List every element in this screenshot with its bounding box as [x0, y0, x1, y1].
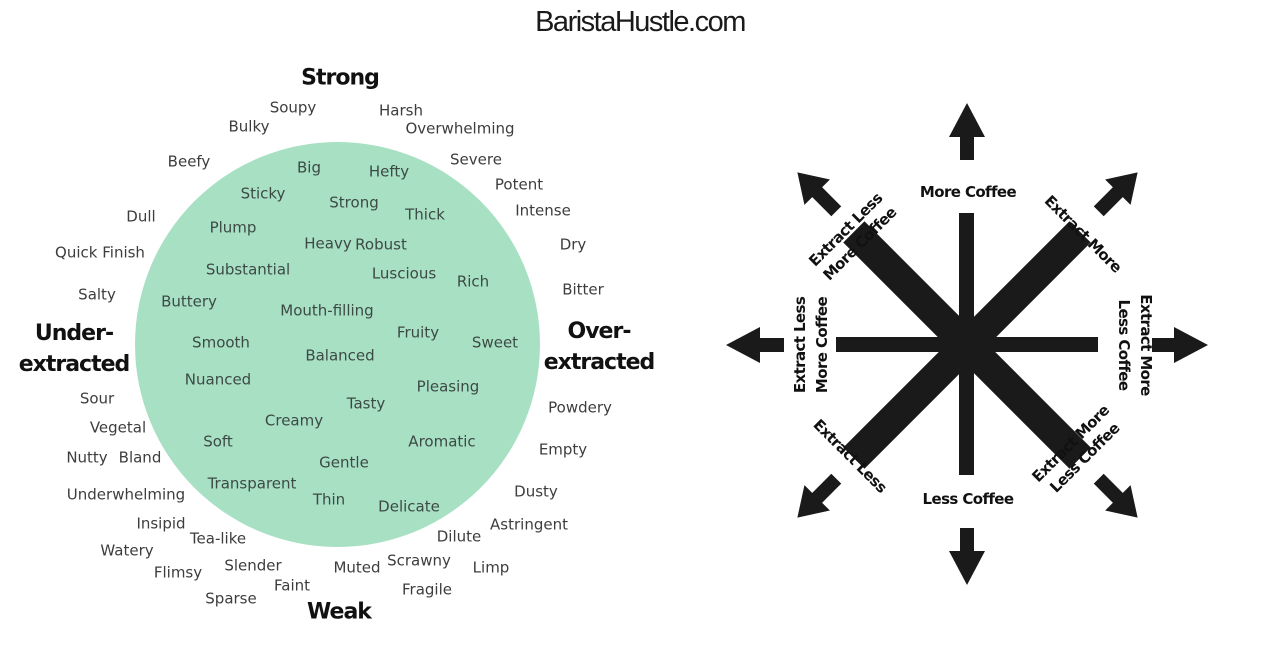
word-sparse: Sparse — [205, 589, 257, 608]
heading-over-extracted: Over- extracted — [543, 316, 656, 378]
word-severe: Severe — [450, 150, 502, 169]
word-underwhelming: Underwhelming — [66, 485, 186, 504]
arrow-up-left — [797, 172, 842, 217]
word-bulky: Bulky — [228, 117, 270, 136]
word-bland: Bland — [118, 448, 162, 467]
label-down: Less Coffee — [923, 490, 1014, 508]
heading-strong-text: Strong — [301, 65, 380, 91]
word-limp: Limp — [472, 558, 510, 577]
word-quick-finish: Quick Finish — [55, 243, 145, 262]
arrow-down-right — [1093, 473, 1138, 518]
word-transparent: Transparent — [207, 474, 297, 493]
word-pleasing: Pleasing — [416, 377, 480, 396]
site-title: BaristaHustle.com — [535, 6, 746, 38]
word-watery: Watery — [100, 541, 154, 560]
heading-under-extracted: Under- extracted — [18, 318, 131, 380]
label-right: Extract More Less Coffee — [1115, 294, 1155, 396]
heading-strong: Strong — [301, 63, 380, 94]
word-tasty: Tasty — [346, 394, 386, 413]
label-right-line2: Less Coffee — [1115, 300, 1133, 391]
label-right-line1: Extract More — [1137, 294, 1155, 396]
word-smooth: Smooth — [192, 333, 250, 352]
arrow-right — [1152, 327, 1208, 363]
word-aromatic: Aromatic — [408, 432, 476, 451]
word-insipid: Insipid — [136, 514, 186, 533]
word-flimsy: Flimsy — [153, 563, 203, 582]
balanced-zone-circle — [135, 142, 540, 547]
heading-under-line1: Under- — [34, 321, 114, 346]
heading-weak: Weak — [307, 597, 372, 628]
word-fragile: Fragile — [402, 580, 452, 599]
word-intense: Intense — [515, 201, 571, 220]
word-balanced: Balanced — [305, 346, 375, 365]
diagonal-spoke-nw — [843, 221, 1091, 469]
word-dry: Dry — [559, 235, 587, 254]
word-robust: Robust — [355, 235, 407, 254]
arrow-down-left — [797, 473, 842, 518]
word-big: Big — [297, 158, 321, 177]
word-empty: Empty — [538, 440, 588, 459]
word-potent: Potent — [494, 175, 544, 194]
word-sour: Sour — [79, 389, 115, 408]
word-overwhelming: Overwhelming — [405, 119, 515, 138]
heading-over-line2: extracted — [543, 350, 656, 375]
word-buttery: Buttery — [161, 292, 217, 311]
word-powdery: Powdery — [548, 398, 612, 417]
word-substantial: Substantial — [205, 260, 291, 279]
word-strong: Strong — [329, 193, 379, 212]
word-tea-like: Tea-like — [189, 529, 247, 548]
word-thick: Thick — [405, 205, 445, 224]
word-harsh: Harsh — [379, 101, 423, 120]
word-nuanced: Nuanced — [184, 370, 252, 389]
word-dull: Dull — [126, 207, 156, 226]
heading-over-line1: Over- — [567, 319, 632, 344]
word-delicate: Delicate — [378, 497, 440, 516]
label-left: Extract Less More Coffee — [791, 296, 831, 393]
heading-under-line2: extracted — [18, 352, 131, 377]
word-mouth-filling: Mouth-filling — [280, 301, 374, 320]
word-nutty: Nutty — [66, 448, 108, 467]
word-creamy: Creamy — [264, 411, 324, 430]
word-thin: Thin — [312, 490, 346, 509]
word-hefty: Hefty — [368, 162, 410, 181]
word-fruity: Fruity — [396, 323, 440, 342]
word-beefy: Beefy — [167, 152, 211, 171]
word-muted: Muted — [333, 558, 381, 577]
word-bitter: Bitter — [562, 280, 604, 299]
word-soft: Soft — [203, 432, 233, 451]
arrow-left — [726, 327, 784, 363]
word-scrawny: Scrawny — [387, 551, 451, 570]
word-dusty: Dusty — [514, 482, 558, 501]
label-left-line2: More Coffee — [813, 297, 831, 394]
label-up: More Coffee — [920, 183, 1017, 201]
word-soupy: Soupy — [269, 98, 317, 117]
word-luscious: Luscious — [371, 264, 437, 283]
word-salty: Salty — [78, 285, 116, 304]
word-astringent: Astringent — [490, 515, 568, 534]
label-left-line1: Extract Less — [791, 296, 809, 393]
arrow-up-right — [1093, 172, 1138, 217]
arrow-down — [949, 528, 985, 585]
brew-adjustment-compass: More Coffee Less Coffee Extract More Les… — [726, 103, 1208, 585]
word-sweet: Sweet — [471, 333, 519, 352]
word-plump: Plump — [209, 218, 257, 237]
word-faint: Faint — [274, 576, 310, 595]
word-sticky: Sticky — [240, 184, 286, 203]
heading-weak-text: Weak — [307, 599, 372, 625]
word-dilute: Dilute — [436, 527, 482, 546]
word-vegetal: Vegetal — [89, 418, 147, 437]
word-gentle: Gentle — [319, 453, 369, 472]
word-heavy: Heavy — [304, 234, 352, 253]
word-rich: Rich — [456, 272, 490, 291]
word-slender: Slender — [224, 556, 282, 575]
arrow-up — [949, 103, 985, 160]
